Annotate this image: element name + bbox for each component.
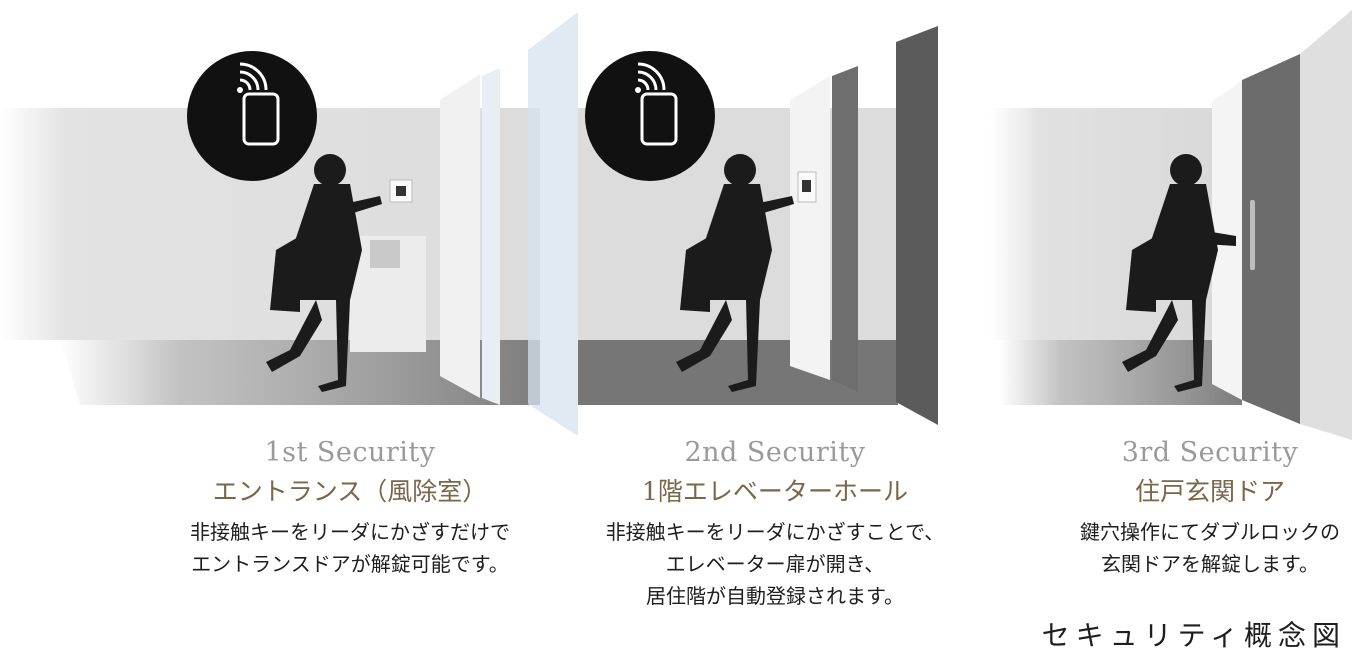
stage-3-title: 住戸玄関ドア bbox=[1134, 477, 1285, 506]
stage-3-description-line: 玄関ドアを解錠します。 bbox=[1101, 552, 1319, 576]
stage-2-caption: 2nd Security 1階エレベーターホール 非接触キーをリーダにかざすこと… bbox=[585, 436, 965, 612]
stage-3-description: 鍵穴操作にてダブルロックの 玄関ドアを解錠します。 bbox=[1040, 516, 1352, 580]
stage-2-description-line: 非接触キーをリーダにかざすことで、 bbox=[605, 520, 945, 544]
stage-3-label: 3rd Security bbox=[1121, 437, 1299, 468]
diagram-caption: セキュリティ概念図 bbox=[1041, 619, 1346, 652]
glass-door bbox=[528, 12, 578, 436]
stage-3-description-line: 鍵穴操作にてダブルロックの bbox=[1080, 520, 1340, 544]
person-silhouette bbox=[1122, 154, 1236, 392]
stage-1-description: 非接触キーをリーダにかざすだけで エントランスドアが解錠可能です。 bbox=[160, 516, 540, 580]
stage-2-description: 非接触キーをリーダにかざすことで、 エレベーター扉が開き、 居住階が自動登録され… bbox=[585, 516, 965, 612]
person-silhouette bbox=[676, 154, 794, 392]
stage-1-description-line: 非接触キーをリーダにかざすだけで bbox=[190, 520, 510, 544]
stage-2-label: 2nd Security bbox=[684, 437, 866, 468]
person-silhouette bbox=[266, 154, 382, 392]
stage-1-description-line: エントランスドアが解錠可能です。 bbox=[191, 552, 509, 576]
stage-2-description-line: エレベーター扉が開き、 bbox=[665, 552, 885, 576]
stage-1-caption: 1st Security エントランス（風除室） 非接触キーをリーダにかざすだけ… bbox=[160, 436, 540, 580]
stage-1-label: 1st Security bbox=[264, 437, 436, 468]
contactless-phone-icon bbox=[187, 51, 317, 181]
security-scene-illustration bbox=[0, 10, 1352, 440]
stage-1-title: エントランス（風除室） bbox=[212, 477, 488, 506]
stage-2-description-line: 居住階が自動登録されます。 bbox=[646, 584, 904, 608]
stage-3-caption: 3rd Security 住戸玄関ドア 鍵穴操作にてダブルロックの 玄関ドアを解… bbox=[1040, 436, 1352, 580]
stage-2-title: 1階エレベーターホール bbox=[642, 477, 908, 506]
contactless-phone-icon bbox=[585, 51, 715, 181]
